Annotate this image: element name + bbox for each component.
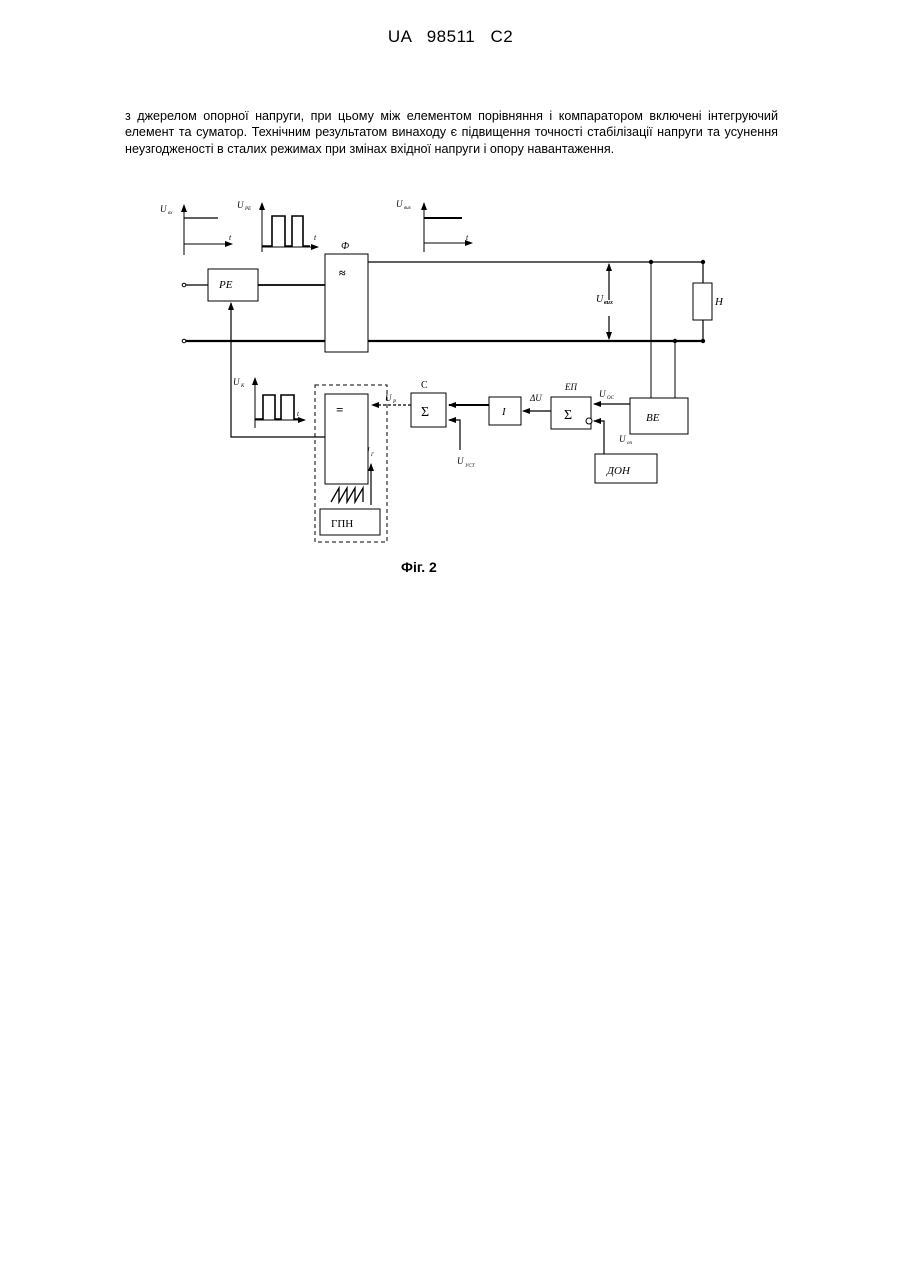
u-in-label: U [160,204,167,214]
t-label-1: t [229,233,232,242]
output-voltage-waveform: U вих t [396,199,472,252]
t-label-4: t [297,410,300,418]
ve-block-label: BE [646,412,660,424]
u-os-label: U [599,389,606,399]
u-r-label: U [385,393,392,403]
t-label-3: t [466,233,469,242]
input-voltage-waveform: U вх t [160,204,232,255]
u-in-subscript: вх [168,211,173,216]
re-pulse-waveform: U РЕ t [237,200,318,252]
sawtooth-waveform [331,488,363,502]
u-ust-subscript: УСТ [465,464,476,469]
figure-caption: Фіг. 2 [401,559,437,575]
re-block-label: PE [218,279,233,291]
u-g-subscript: Г [370,453,374,458]
input-terminal-top [182,283,186,287]
u-out-top-subscript: вих [404,206,412,211]
re-block [208,269,258,301]
u-r-subscript: Р [392,400,396,405]
load-label: Н [714,296,724,308]
u-out-subscript: вих [604,300,613,306]
u-os-subscript: ОС [607,396,615,401]
don-block-label: ДОН [606,465,631,477]
delta-u-label: ΔU [529,393,542,403]
gpn-label: ГПН [331,518,353,530]
t-label-2: t [314,233,317,242]
ep-sigma-symbol: Σ [564,408,572,423]
c-sigma-symbol: Σ [421,405,429,420]
k-pulse-waveform: U К t [233,377,305,428]
comparator-symbol: = [336,402,343,417]
u-ust-label: U [457,456,464,466]
u-re-label: U [237,200,244,210]
input-terminal-bottom [182,339,186,343]
comparator-block [325,394,368,484]
power-path [182,260,705,398]
ep-inverting-input [586,418,592,424]
load-resistor [693,283,712,320]
filter-block [325,254,368,352]
u-op-subscript: оп [627,441,633,446]
u-op-label: U [619,434,626,444]
c-label: C [421,380,428,391]
u-re-subscript: РЕ [244,207,251,212]
u-k-label: U [233,377,240,387]
u-out-top-label: U [396,199,403,209]
ep-label: ЕП [564,382,577,392]
filter-block-label: Ф [341,241,349,252]
u-out-label: U [596,294,604,305]
filter-symbol: ≈ [339,266,346,280]
u-k-subscript: К [240,384,245,389]
